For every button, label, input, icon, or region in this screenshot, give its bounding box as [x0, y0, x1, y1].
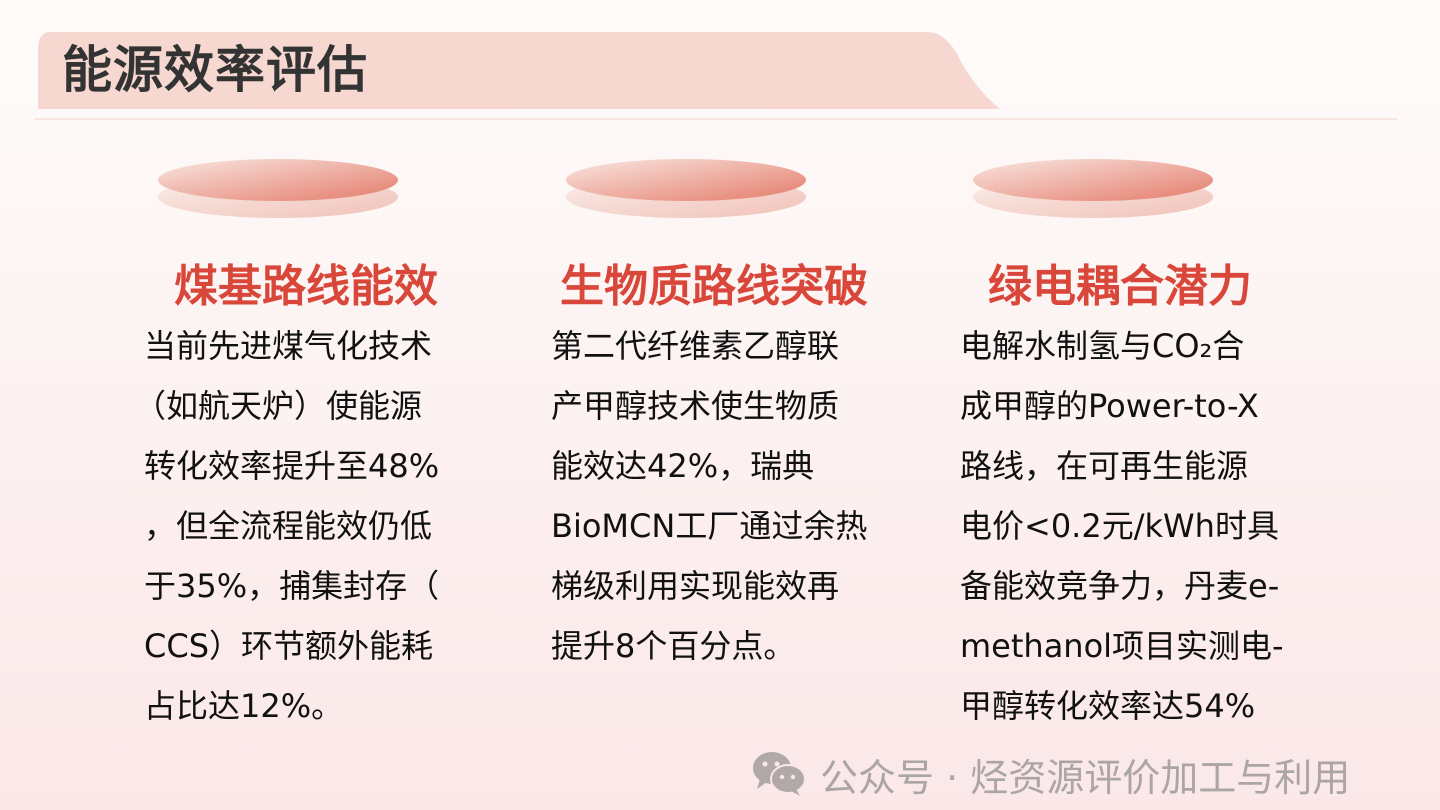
text-line: ，但全流程能效仍低: [144, 507, 433, 545]
text-line: 产甲醇技术使生物质: [551, 387, 840, 425]
disc-icon: [158, 159, 398, 218]
text-line: 于35%，捕集封存（: [144, 567, 440, 605]
page-title: 能源效率评估: [62, 41, 368, 99]
text-line: 第二代纤维素乙醇联: [551, 327, 840, 365]
text-line: 甲醇转化效率达54%: [960, 687, 1256, 725]
watermark: 公众号 · 烃资源评价加工与利用: [752, 746, 1350, 802]
column-body: 电解水制氢与CO₂合 成甲醇的Power-to-X 路线，在可再生能源 电价<0…: [960, 316, 1284, 736]
column-heading: 绿电耦合潜力: [988, 261, 1252, 312]
title-banner: [38, 32, 1000, 109]
text-line: 梯级利用实现能效再: [551, 567, 840, 605]
disc-icon: [973, 159, 1213, 218]
text-line: （如航天炉）使能源: [134, 387, 423, 425]
watermark-text: 公众号 · 烃资源评价加工与利用: [820, 755, 1351, 800]
text-line: 电解水制氢与CO₂合: [960, 327, 1245, 365]
column-heading: 煤基路线能效: [174, 261, 438, 312]
text-line: methanol项目实测电-: [960, 627, 1284, 665]
column-body: 第二代纤维素乙醇联 产甲醇技术使生物质 能效达42%，瑞典 BioMCN工厂通过…: [551, 316, 867, 676]
column-body: 当前先进煤气化技术 （如航天炉）使能源 转化效率提升至48% ，但全流程能效仍低…: [134, 316, 440, 736]
text-line: 备能效竞争力，丹麦e-: [960, 567, 1280, 605]
text-line: 当前先进煤气化技术: [144, 327, 433, 365]
text-line: 路线，在可再生能源: [960, 447, 1249, 485]
disc-icon: [566, 159, 806, 218]
divider: [35, 118, 1397, 120]
wechat-icon: [753, 752, 806, 796]
text-line: 转化效率提升至48%: [144, 447, 440, 485]
text-line: 电价<0.2元/kWh时具: [960, 507, 1279, 545]
text-line: 提升8个百分点。: [551, 627, 796, 665]
text-line: CCS）环节额外能耗: [144, 627, 434, 665]
text-line: 占比达12%。: [144, 687, 344, 725]
column-heading: 生物质路线突破: [560, 261, 868, 312]
text-line: 成甲醇的Power-to-X: [960, 387, 1259, 425]
text-line: BioMCN工厂通过余热: [551, 507, 868, 545]
text-line: 能效达42%，瑞典: [551, 447, 815, 485]
